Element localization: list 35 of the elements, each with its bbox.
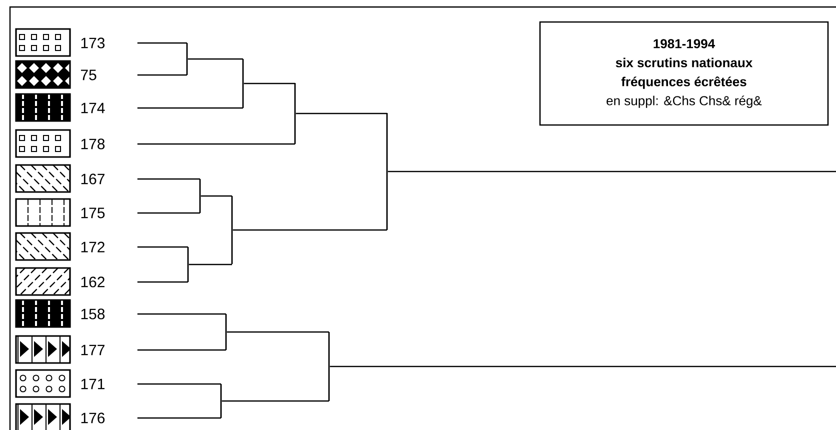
dendrogram-branch — [188, 58, 243, 60]
dendrogram-branch — [244, 82, 295, 84]
dendrogram-branch — [137, 349, 226, 351]
leaf-label: 178 — [81, 138, 105, 150]
leaf-label: 173 — [81, 38, 105, 48]
leaf-label: 167 — [81, 174, 104, 184]
leaf-label: 176 — [81, 412, 105, 424]
leaf-label: 75 — [80, 70, 96, 80]
dendrogram-branch — [226, 331, 329, 333]
leaf-label: 177 — [81, 344, 104, 356]
dendrogram-branch — [137, 313, 226, 315]
leaf-label: 162 — [81, 276, 104, 288]
leaf-label: 174 — [81, 102, 105, 114]
dendrogram-branch — [137, 212, 200, 214]
dendrogram-branch — [137, 417, 221, 419]
dendrogram-branch — [137, 383, 221, 385]
leaf-label: 175 — [81, 208, 105, 218]
dendrogram-branch — [137, 42, 187, 44]
leaf-label: 171 — [81, 378, 104, 390]
dendrogram-branch — [137, 246, 188, 248]
dendrogram-branch — [137, 74, 187, 76]
dendrogram-branch — [388, 170, 836, 172]
dendrogram-branch — [200, 195, 232, 197]
dendrogram-branch — [137, 281, 188, 283]
dendrogram-branch — [222, 400, 329, 402]
dendrogram-branch — [296, 112, 387, 114]
leaf-label: 172 — [81, 242, 104, 252]
dendrogram-branch — [188, 264, 232, 266]
title-box: 1981-1994 six scrutins nationaux fréquences écrêtées en suppl: &Chs Chs& rég& — [539, 21, 829, 126]
dendrogram-branch — [137, 178, 200, 180]
dendrogram-branch — [330, 366, 836, 368]
leaf-label: 158 — [81, 308, 105, 320]
dendrogram-branch — [232, 229, 387, 231]
dendrogram-branch — [137, 143, 295, 145]
dendrogram-branch — [137, 107, 243, 109]
